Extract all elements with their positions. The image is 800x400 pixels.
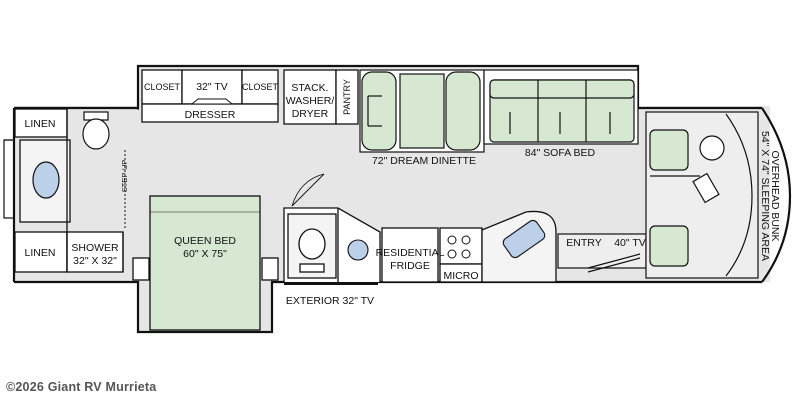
bath-door-swing: [291, 173, 325, 207]
linen-top-cabinet: [14, 108, 68, 138]
shower-label-2: 32" X 32": [73, 255, 117, 267]
fridge-label-2: FRIDGE: [390, 260, 430, 272]
stack-label-3: DRYER: [292, 108, 329, 120]
shower-label-1: SHOWER: [71, 242, 119, 254]
tv-32-icon: [190, 98, 234, 105]
sofa-bed: [483, 69, 639, 145]
exterior-tv-label: EXTERIOR 32" TV: [286, 295, 374, 307]
sink-bowl: [32, 161, 60, 199]
stack-label-2: WASHER/: [286, 95, 335, 107]
watermark: ©2026 Giant RV Murrieta: [6, 380, 157, 394]
micro-label: MICRO: [444, 270, 479, 282]
closet-left: [141, 69, 183, 105]
tv-40-label: 40" TV: [614, 237, 646, 249]
mid-bath: [283, 207, 381, 282]
bunk-label-2: 54" X 74" SLEEPING AREA: [759, 131, 771, 261]
fridge-label-1: RESIDENTIAL: [376, 247, 445, 259]
dinette: [359, 69, 485, 153]
cab: [645, 111, 759, 279]
sofa-bed-label: 84" SOFA BED: [525, 147, 596, 159]
entry-label: ENTRY: [566, 237, 601, 249]
dinette-label: 72" DREAM DINETTE: [372, 155, 476, 167]
step-up-label: STEP-UP: [120, 160, 129, 193]
toilet-rear: [82, 111, 110, 150]
pantry: [335, 69, 359, 125]
kitchen-sink: [502, 219, 546, 259]
closet-left-label: CLOSET: [144, 82, 181, 92]
shower: [66, 231, 124, 273]
closet-right-label: CLOSET: [242, 82, 279, 92]
bunk-label-1: OVERHEAD BUNK: [769, 150, 781, 241]
cooktop-burners: [447, 235, 471, 259]
linen-top-label: LINEN: [25, 118, 56, 130]
washer-dryer: [283, 69, 337, 125]
queen-bed-label-1: QUEEN BED: [174, 235, 236, 247]
closet-right: [241, 69, 279, 105]
linen-bottom-cabinet: [14, 231, 68, 273]
pantry-label: PANTRY: [342, 79, 352, 115]
dresser-label: DRESSER: [185, 109, 236, 121]
mid-bath-sink: [347, 239, 369, 261]
queen-bed: [132, 195, 279, 331]
linen-bottom-label: LINEN: [25, 247, 56, 259]
stack-label-1: STACK.: [291, 82, 328, 94]
tv-32-label: 32" TV: [196, 81, 228, 93]
step-up: STEP-UP: [120, 150, 129, 230]
queen-bed-label-2: 60" X 75": [183, 248, 227, 260]
